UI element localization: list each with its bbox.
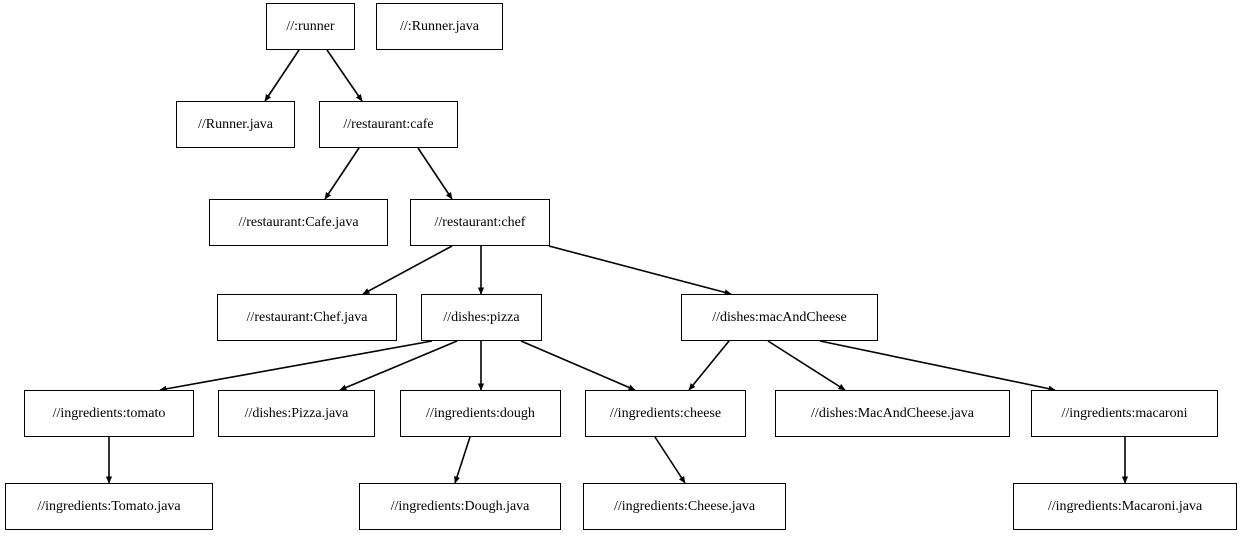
graph-node-dishes_macandcheese[interactable]: //dishes:macAndCheese <box>681 294 878 341</box>
graph-node-ing_dough_java[interactable]: //ingredients:Dough.java <box>359 483 561 530</box>
graph-node-label: //dishes:pizza <box>443 309 520 325</box>
graph-node-label: //ingredients:Tomato.java <box>37 498 181 514</box>
graph-node-runner_java[interactable]: //Runner.java <box>176 101 295 148</box>
graph-node-label: //restaurant:cafe <box>343 116 434 132</box>
graph-node-restaurant_chef_java[interactable]: //restaurant:Chef.java <box>217 294 397 341</box>
graph-node-runner[interactable]: //:runner <box>266 3 355 50</box>
graph-node-label: //ingredients:Cheese.java <box>613 498 756 514</box>
graph-node-label: //ingredients:dough <box>426 405 535 421</box>
graph-node-restaurant_cafe_java[interactable]: //restaurant:Cafe.java <box>209 199 388 246</box>
graph-node-label: //dishes:MacAndCheese.java <box>811 405 974 421</box>
graph-node-restaurant_chef[interactable]: //restaurant:chef <box>410 199 550 246</box>
graph-node-label: //ingredients:Macaroni.java <box>1047 498 1203 514</box>
graph-node-label: //dishes:macAndCheese <box>712 309 847 325</box>
graph-node-ing_cheese_java[interactable]: //ingredients:Cheese.java <box>583 483 786 530</box>
graph-node-dishes_mac_java[interactable]: //dishes:MacAndCheese.java <box>775 390 1010 437</box>
graph-node-label: //ingredients:tomato <box>52 405 166 421</box>
graph-node-label: //dishes:Pizza.java <box>244 405 349 421</box>
graph-node-ing_dough[interactable]: //ingredients:dough <box>400 390 561 437</box>
graph-node-label: //restaurant:chef <box>434 214 526 230</box>
graph-node-label: //Runner.java <box>197 116 274 132</box>
graph-node-label: //ingredients:cheese <box>609 405 722 421</box>
graph-node-label: //:Runner.java <box>400 18 479 34</box>
graph-node-ing_macaroni[interactable]: //ingredients:macaroni <box>1031 390 1218 437</box>
graph-node-dishes_pizza[interactable]: //dishes:pizza <box>421 294 542 341</box>
graph-node-ing_macaroni_java[interactable]: //ingredients:Macaroni.java <box>1013 483 1237 530</box>
graph-node-ing_tomato[interactable]: //ingredients:tomato <box>24 390 194 437</box>
graph-node-runner_java_root[interactable]: //:Runner.java <box>376 3 503 50</box>
graph-node-label: //restaurant:Cafe.java <box>238 214 359 230</box>
graph-node-ing_tomato_java[interactable]: //ingredients:Tomato.java <box>5 483 213 530</box>
graph-node-label: //:runner <box>286 18 335 34</box>
graph-node-label: //ingredients:macaroni <box>1061 405 1188 421</box>
graph-node-ing_cheese[interactable]: //ingredients:cheese <box>585 390 746 437</box>
graph-node-restaurant_cafe[interactable]: //restaurant:cafe <box>319 101 458 148</box>
graph-node-label: //restaurant:Chef.java <box>246 309 368 325</box>
graph-node-dishes_pizza_java[interactable]: //dishes:Pizza.java <box>218 390 375 437</box>
graph-node-label: //ingredients:Dough.java <box>390 498 530 514</box>
